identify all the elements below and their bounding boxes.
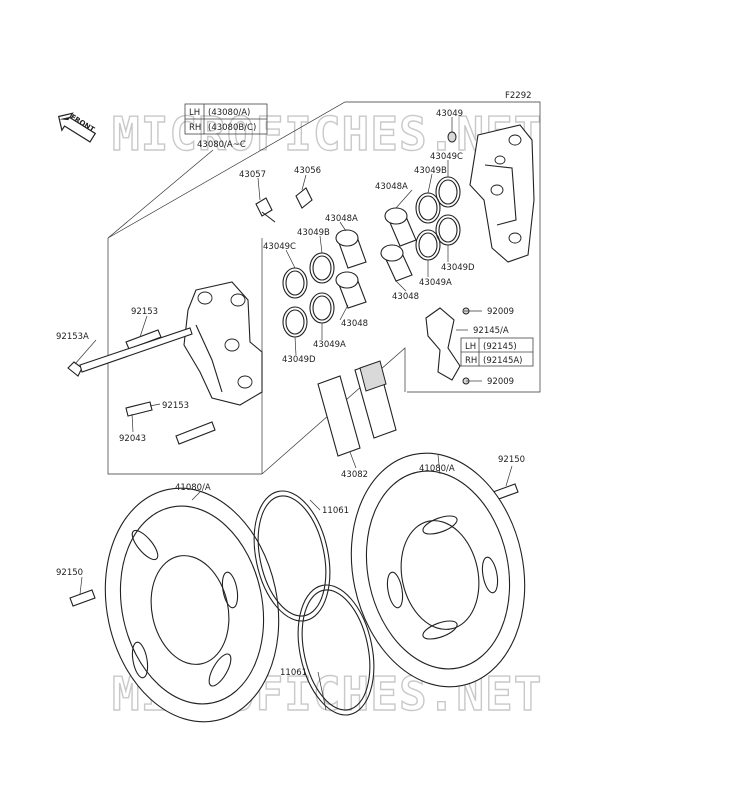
label-43048-left: 43048 <box>341 319 368 329</box>
label-11061-top: 11061 <box>322 506 349 516</box>
assembly-frame <box>107 101 541 475</box>
label-43048-right: 43048 <box>392 292 419 302</box>
leader-lines <box>74 117 513 711</box>
label-43049d-left: 43049D <box>282 355 316 365</box>
caliper-table-side-1: RH <box>189 123 201 133</box>
label-43049: 43049 <box>436 109 463 119</box>
label-43049b-left: 43049B <box>297 228 330 238</box>
label-92153-bottom: 92153 <box>162 401 189 411</box>
disc-gaskets <box>253 490 375 716</box>
bolts <box>67 327 519 607</box>
caliper-table-side-0: LH <box>189 108 200 118</box>
label-43049c-left: 43049C <box>263 242 296 252</box>
label-92150-left: 92150 <box>56 568 83 578</box>
bracket-table-side-0: LH <box>465 342 476 352</box>
label-43056: 43056 <box>294 166 321 176</box>
label-92043: 92043 <box>119 434 146 444</box>
caliper-bracket <box>425 307 470 385</box>
bracket-table-side-1: RH <box>465 356 477 366</box>
label-43057: 43057 <box>239 170 266 180</box>
bracket-table-code-1: (92145A) <box>483 356 523 366</box>
bracket-variant-table: LH (92145) RH (92145A) <box>460 337 534 367</box>
label-41080a-right: 41080/A <box>419 464 455 474</box>
left-piston-seals <box>282 229 367 338</box>
label-43049c-right: 43049C <box>430 152 463 162</box>
label-43049d-right: 43049D <box>441 263 475 273</box>
label-43049b-right: 43049B <box>414 166 447 176</box>
label-11061-bottom: 11061 <box>280 668 307 678</box>
label-92009-bottom: 92009 <box>487 377 514 387</box>
caliper-table-code-1: (43080B/C) <box>208 123 256 133</box>
caliper-variant-table: LH (43080/A) RH (43080B/C) <box>184 103 268 135</box>
bleeder-parts <box>255 187 313 223</box>
brake-pads <box>317 360 397 457</box>
label-41080a-left: 41080/A <box>175 483 211 493</box>
label-92153a: 92153A <box>56 332 89 342</box>
label-43049a-right: 43049A <box>419 278 452 288</box>
figure-code: F2292 <box>505 91 532 101</box>
label-92153-top: 92153 <box>131 307 158 317</box>
bracket-table-code-0: (92145) <box>483 342 517 352</box>
part-labels: 43080/A~C 43049 43049C 43049B 43048A 430… <box>56 109 525 678</box>
right-caliper-body <box>469 124 535 263</box>
label-92150-right: 92150 <box>498 455 525 465</box>
right-piston-seals <box>380 131 461 282</box>
label-92009-top: 92009 <box>487 307 514 317</box>
label-43048a-right: 43048A <box>375 182 408 192</box>
caliper-table-code-0: (43080/A) <box>208 108 250 118</box>
label-43082: 43082 <box>341 470 368 480</box>
label-43080: 43080/A~C <box>197 140 246 150</box>
label-92145a: 92145/A <box>473 326 509 336</box>
right-brake-disc <box>350 452 526 688</box>
left-caliper-body <box>183 281 263 406</box>
left-brake-disc <box>104 487 280 723</box>
watermark-top: MICROFICHES.NET <box>112 107 542 161</box>
label-43048a-left: 43048A <box>325 214 358 224</box>
front-arrow-icon <box>57 112 97 143</box>
label-43049a-left: 43049A <box>313 340 346 350</box>
